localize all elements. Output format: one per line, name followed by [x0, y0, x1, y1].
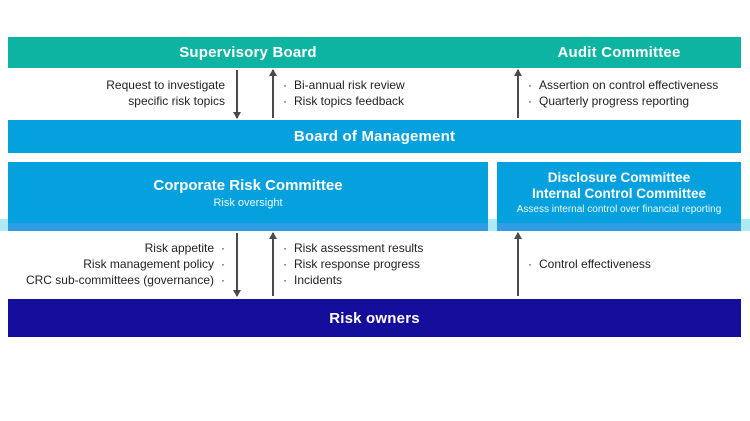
list-item: Risk assessment results — [283, 240, 423, 256]
audit-committee-segment: Audit Committee — [497, 37, 741, 68]
crc-to-owners-items: Risk appetite Risk management policy CRC… — [26, 240, 225, 288]
risk-owners-label: Risk owners — [329, 309, 420, 327]
owners-to-control-items: Control effectiveness — [528, 256, 651, 272]
list-item: Incidents — [283, 272, 423, 288]
disclosure-internal-control-box: Disclosure Committee Internal Control Co… — [497, 162, 741, 231]
arrow-up-management-to-supervisory — [272, 70, 274, 118]
arrow-up-owners-to-crc — [272, 233, 274, 296]
supervisory-audit-bar: Supervisory Board Audit Committee — [8, 37, 741, 68]
management-to-audit-items: Assertion on control effectiveness Quart… — [528, 77, 718, 109]
crc-subtitle: Risk oversight — [213, 196, 283, 209]
list-item: Risk appetite — [26, 240, 225, 256]
request-note-line2: specific risk topics — [128, 94, 225, 108]
list-item: Risk management policy — [26, 256, 225, 272]
arrow-up-management-to-audit — [517, 70, 519, 118]
request-note-line1: Request to investigate — [106, 78, 225, 92]
list-item: CRC sub-committees (governance) — [26, 272, 225, 288]
list-item: Risk topics feedback — [283, 93, 405, 109]
list-item: Bi-annual risk review — [283, 77, 405, 93]
crc-title: Corporate Risk Committee — [153, 176, 343, 194]
supervisory-board-label: Supervisory Board — [179, 44, 317, 61]
arrow-down-supervisory-to-management — [236, 70, 238, 118]
dcic-title-line1: Disclosure Committee — [547, 170, 691, 185]
request-to-investigate-note: Request to investigate specific risk top… — [106, 77, 225, 109]
board-of-management-label: Board of Management — [293, 128, 456, 145]
list-item: Control effectiveness — [528, 256, 651, 272]
board-of-management-bar: Board of Management — [8, 120, 741, 153]
dcic-subtitle: Assess internal control over financial r… — [516, 204, 722, 215]
owners-to-crc-items: Risk assessment results Risk response pr… — [283, 240, 423, 288]
risk-owners-bar: Risk owners — [8, 299, 741, 337]
list-item: Assertion on control effectiveness — [528, 77, 718, 93]
audit-committee-label: Audit Committee — [557, 44, 681, 61]
management-to-supervisory-items: Bi-annual risk review Risk topics feedba… — [283, 77, 405, 109]
arrow-up-owners-to-control-committee — [517, 233, 519, 296]
arrow-down-crc-to-owners — [236, 233, 238, 296]
list-item: Risk response progress — [283, 256, 423, 272]
dcic-title-line2: Internal Control Committee — [531, 186, 706, 201]
list-item: Quarterly progress reporting — [528, 93, 718, 109]
corporate-risk-committee-box: Corporate Risk Committee Risk oversight — [8, 162, 488, 231]
supervisory-board-segment: Supervisory Board — [8, 37, 488, 68]
